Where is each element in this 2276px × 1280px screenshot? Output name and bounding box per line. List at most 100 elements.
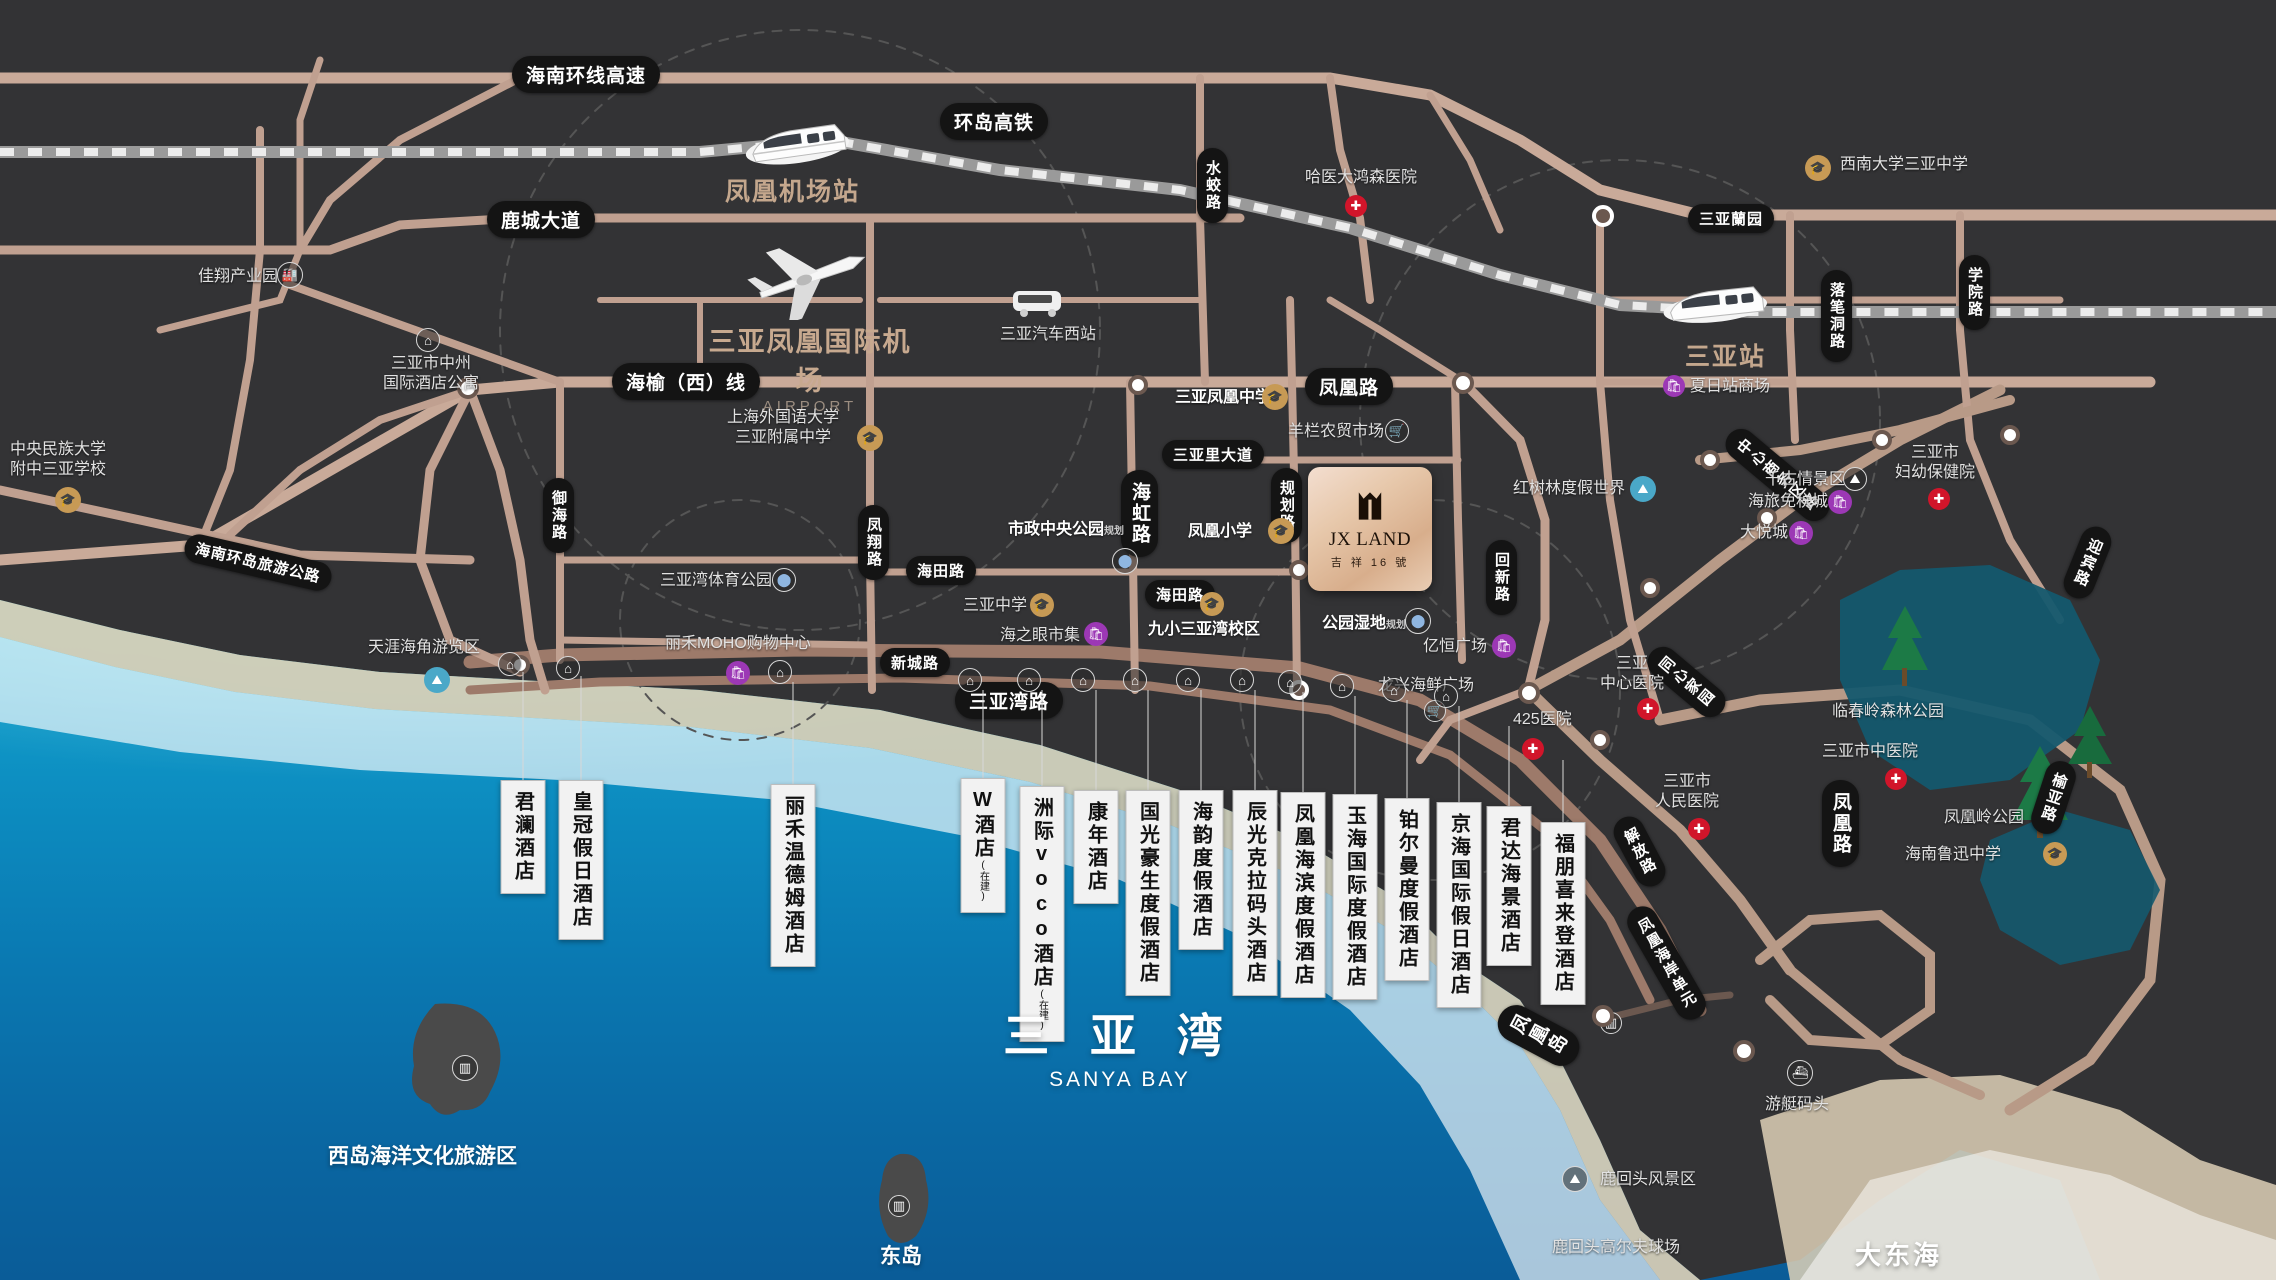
road-label-sanya-lanyuan[interactable]: 三亚蘭园 — [1688, 204, 1775, 233]
poi-hayida-hongsen-hospital[interactable]: 哈医大鸿森医院 — [1305, 169, 1418, 186]
hotel-label: 康年酒店 — [1073, 790, 1119, 904]
road-label-yuhai-road[interactable]: 御海路 — [543, 478, 574, 553]
road-label-haitian-road[interactable]: 海田路 — [906, 556, 977, 585]
caption-dadonghai[interactable]: 大东海 — [1855, 1240, 1943, 1270]
yacht-icon: ⛴ — [1787, 1060, 1813, 1086]
poi-label: 公园湿地 — [1322, 615, 1387, 632]
road-label-lucheng-avenue[interactable]: 鹿城大道 — [487, 201, 596, 238]
hotel-label: 辰光克拉码头酒店 — [1232, 790, 1278, 996]
poi-tianya-haijiao-scenic-area[interactable]: 天涯海角游览区 — [368, 639, 481, 656]
bus-icon — [1013, 291, 1061, 317]
project-marker-jx-land[interactable]: JX LAND 吉 祥 16 號 — [1308, 467, 1432, 591]
poi-luhuitou-golf-course[interactable]: 鹿回头高尔夫球场 — [1552, 1239, 1681, 1256]
junction-node — [1757, 508, 1777, 528]
poi-sanya-west-bus-station[interactable]: 三亚汽车西站 — [1000, 326, 1097, 343]
poi-shisu-sanya-affiliated-middle[interactable]: 上海外国语大学 三亚附属中学 — [727, 409, 840, 446]
hotel-label: 丽禾温德姆酒店 — [770, 784, 816, 967]
project-name-en: JX LAND — [1328, 528, 1412, 550]
poi-zhongzhou-intl-hotel-apartment[interactable]: 三亚市中州 国际酒店公寓 — [383, 355, 480, 392]
road-label-xincheng-road[interactable]: 新城路 — [880, 648, 951, 677]
hotel-label: W酒店(在建) — [960, 778, 1006, 913]
road-label-island-hsr[interactable]: 环岛高铁 — [940, 103, 1049, 140]
road-label-fenghuang-road[interactable]: 凤凰路 — [1305, 368, 1394, 405]
road-label-luobidong-road[interactable]: 落笔洞路 — [1821, 270, 1852, 362]
junction-node — [1640, 578, 1660, 598]
junction-node — [2000, 425, 2020, 445]
hotel-icon: ⌂ — [1382, 678, 1406, 702]
hospital-icon: ✚ — [1885, 768, 1907, 790]
poi-minzu-university-affiliated[interactable]: 中央民族大学 附中三亚学校 — [10, 441, 107, 478]
hotel-label: 福朋喜来登酒店 — [1540, 822, 1586, 1005]
road-label-xueyuan-road[interactable]: 学院路 — [1959, 255, 1990, 330]
airport-name: 三亚凤凰国际机场 AIRPORT — [700, 320, 920, 415]
poi-haizhiyan-market[interactable]: 海之眼市集 — [1000, 627, 1081, 644]
poi-sanya-tcm-hospital[interactable]: 三亚市中医院 — [1822, 743, 1919, 760]
hotel-name: 君达海景酒店 — [1497, 817, 1520, 955]
junction-node — [1128, 375, 1148, 395]
poi-lihe-moho-mall[interactable]: 丽禾MOHO购物中心 — [665, 635, 811, 652]
hospital-icon: ✚ — [1688, 818, 1710, 840]
hotel-note: (在建) — [1036, 989, 1048, 1031]
poi-qiangu-love-scenic-area[interactable]: 千古情景区 — [1765, 471, 1846, 488]
poi-yanglan-farmers-market[interactable]: 羊栏农贸市场 — [1288, 423, 1385, 440]
road-label-sanya-bay-road[interactable]: 三亚湾路 — [955, 682, 1064, 719]
hotel-name: W酒店 — [971, 789, 994, 860]
poi-sanya-peoples-hospital[interactable]: 三亚市 人民医院 — [1655, 773, 1720, 810]
bay-name-cn: 三 亚 湾 — [1003, 1010, 1237, 1062]
caption-dongdao[interactable]: 东岛 — [880, 1245, 922, 1268]
poi-sanyabay-sports-park[interactable]: 三亚湾体育公园 — [660, 572, 773, 589]
poi-no9-primary-sanyabay-campus[interactable]: 九小三亚湾校区 — [1148, 621, 1261, 638]
hotel-label: 国光豪生度假酒店 — [1125, 790, 1171, 996]
poi-sanya-middle-school[interactable]: 三亚中学 — [963, 597, 1028, 614]
project-name-cn: 吉 祥 16 號 — [1330, 556, 1410, 569]
poi-mangrove-resort-world[interactable]: 红树林度假世界 — [1513, 480, 1626, 497]
poi-park-wetland[interactable]: 公园湿地规划 — [1322, 614, 1406, 634]
island-icon: ▥ — [888, 1195, 910, 1217]
poi-hailv-duty-free-city[interactable]: 海旅免税城 — [1748, 493, 1829, 510]
road-label-sanyali-avenue[interactable]: 三亚里大道 — [1162, 440, 1265, 469]
caption-xidao[interactable]: 西岛海洋文化旅游区 — [328, 1145, 517, 1168]
hotel-name: 康年酒店 — [1084, 801, 1107, 893]
poi-joy-city[interactable]: 大悦城 — [1740, 524, 1789, 541]
poi-municipal-central-park[interactable]: 市政中央公园规划 — [1008, 520, 1124, 540]
hotel-label: 皇冠假日酒店 — [558, 780, 604, 940]
shopping-icon: 🛍 — [1084, 622, 1108, 646]
hotel-note: (在建) — [977, 860, 989, 902]
junction-node — [1518, 682, 1540, 704]
hotel-label: 洲际voco酒店(在建) — [1019, 786, 1065, 1042]
poi-southwest-university-sanya-middle[interactable]: 西南大学三亚中学 — [1840, 156, 1969, 173]
poi-sanya-fenghuang-middle-school[interactable]: 三亚凤凰中学 — [1175, 389, 1272, 406]
hotel-name: 铂尔曼度假酒店 — [1395, 809, 1418, 970]
poi-sanya-central-hospital[interactable]: 三亚 中心医院 — [1600, 655, 1665, 692]
road-label-fengxiang-road[interactable]: 凤翔路 — [858, 505, 889, 580]
poi-yacht-marina[interactable]: 游艇码头 — [1765, 1096, 1830, 1113]
poi-hainan-luxun-middle-school[interactable]: 海南鲁迅中学 — [1905, 846, 2002, 863]
road-label-shuijiao-road[interactable]: 水蛟路 — [1197, 148, 1228, 223]
hotel-label: 凤凰海滨度假酒店 — [1280, 792, 1326, 998]
poi-linchunling-forest-park[interactable]: 临春岭森林公园 — [1832, 703, 1945, 720]
poi-luhuitou-scenic-area[interactable]: 鹿回头风景区 — [1600, 1171, 1697, 1188]
poi-fenghuangling-park[interactable]: 凤凰岭公园 — [1944, 809, 2025, 826]
road-label-haihong-road[interactable]: 海虹路 — [1121, 470, 1158, 557]
shopping-icon: 🛍 — [1828, 490, 1852, 514]
hotel-label: 君澜酒店 — [500, 780, 546, 894]
poi-fenghuang-primary-school[interactable]: 凤凰小学 — [1188, 523, 1253, 540]
road-label-hainan-ring-expressway[interactable]: 海南环线高速 — [512, 56, 661, 93]
road-label-huixin-road[interactable]: 回新路 — [1486, 540, 1517, 615]
hotel-icon: ⌂ — [1330, 674, 1354, 698]
junction-node — [1700, 450, 1720, 470]
bay-name: 三 亚 湾 SANYA BAY — [880, 1000, 1360, 1092]
tree-icon — [1882, 606, 1928, 686]
poi-xiari-station-mall[interactable]: 夏日站商场 — [1690, 378, 1771, 395]
poi-425-hospital[interactable]: 425医院 — [1513, 711, 1572, 728]
hotel-name: 京海国际假日酒店 — [1447, 813, 1470, 997]
poi-yiheng-plaza[interactable]: 亿恒广场 — [1423, 638, 1488, 655]
hotel-label: 玉海国际度假酒店 — [1332, 794, 1378, 1000]
road-label-fenghuang-road-2[interactable]: 凤凰路 — [1822, 780, 1859, 867]
road-label-haiyu-west-line[interactable]: 海榆（西）线 — [612, 363, 761, 400]
poi-sanya-maternal-child-hospital[interactable]: 三亚市 妇幼保健院 — [1895, 444, 1976, 481]
shopping-icon: 🛍 — [1492, 634, 1516, 658]
poi-jiaxiang-industrial-park[interactable]: 佳翔产业园 — [198, 268, 279, 285]
